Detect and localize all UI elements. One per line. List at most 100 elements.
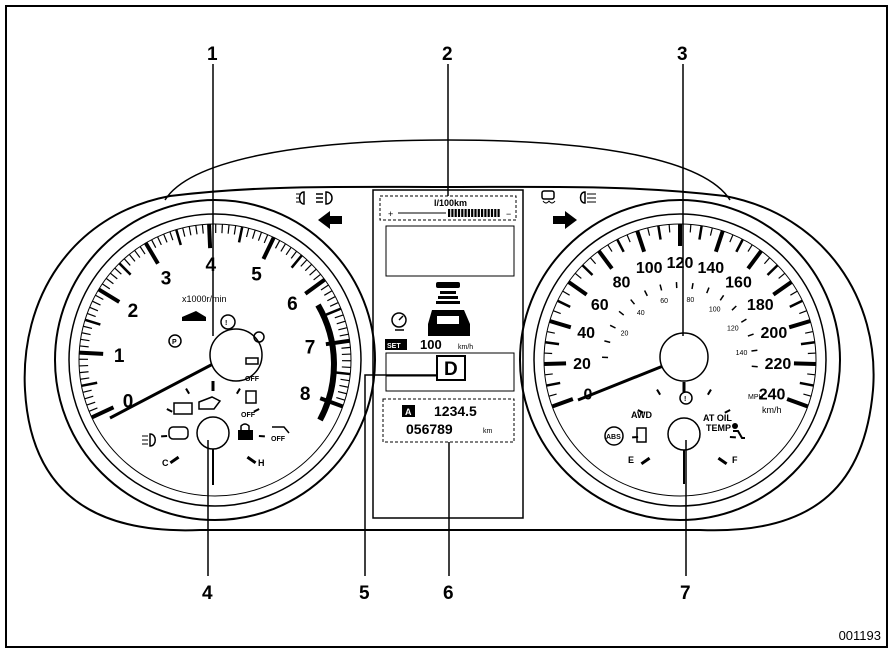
tachometer-tick xyxy=(109,272,118,280)
tachometer-tick xyxy=(245,228,250,238)
tachometer-ticks xyxy=(78,223,352,420)
tachometer-tick xyxy=(233,225,237,235)
fuel-consumption-segment xyxy=(474,209,477,217)
speedometer-mph-ticks xyxy=(602,282,758,368)
tachometer-tick xyxy=(95,294,104,301)
speedometer-tick xyxy=(788,319,811,330)
speedometer-kmh-number: 160 xyxy=(725,274,752,291)
tachometer-number: 8 xyxy=(300,384,311,405)
tachometer-tick xyxy=(207,224,213,249)
cruise-speed-value: 100 xyxy=(420,337,442,352)
tachometer-tick xyxy=(151,239,157,248)
fuel-consumption-segment xyxy=(467,209,470,217)
speedometer-hub xyxy=(659,332,709,382)
speedometer-tick xyxy=(543,361,567,366)
speedometer-tick xyxy=(616,238,625,253)
eco-off-indicator: OFF xyxy=(271,426,290,443)
high-beam-icon xyxy=(316,191,333,205)
speedometer-mph-number: 40 xyxy=(637,310,645,317)
tachometer-tick xyxy=(139,246,146,255)
speedometer-tick xyxy=(789,299,803,308)
security-icon xyxy=(238,423,253,440)
tachometer-tick xyxy=(280,243,287,252)
speedometer-tick xyxy=(807,373,816,376)
speedometer-mph-number: 100 xyxy=(709,307,721,314)
fuel-consumption-segment xyxy=(448,209,451,217)
vehicle-dynamics-icon xyxy=(541,190,556,204)
fuel-tick xyxy=(707,389,712,396)
right-turn-arrow-icon xyxy=(553,211,577,229)
tachometer-tick xyxy=(88,407,98,412)
tachometer-redline-band xyxy=(315,303,337,422)
temperature-gauge-ticks xyxy=(161,381,265,465)
speedometer-mph-number: 20 xyxy=(621,330,629,337)
fuel-scale-max: − xyxy=(506,209,511,219)
tachometer-tick xyxy=(251,229,256,239)
tachometer-tick xyxy=(84,395,94,400)
cluster-housing-outline xyxy=(23,185,875,532)
tachometer-tick xyxy=(263,234,269,244)
tachometer-tick xyxy=(86,312,96,318)
tachometer-tick xyxy=(285,246,292,256)
tachometer-number: 6 xyxy=(287,294,298,315)
tachometer-tick xyxy=(309,268,317,276)
fuel-consumption-unit: l/100km xyxy=(434,198,467,208)
tachometer-number: 7 xyxy=(305,337,316,358)
speedometer-tick xyxy=(747,244,753,252)
tachometer-number: 1 xyxy=(114,346,125,367)
front-fog-light-icon xyxy=(296,191,305,205)
tachometer-tick xyxy=(128,254,136,262)
tachometer-tick xyxy=(337,390,347,395)
tachometer-tick xyxy=(79,345,89,348)
temperature-tick xyxy=(253,408,260,413)
speedometer-tick xyxy=(668,224,671,233)
tachometer-tick xyxy=(134,249,141,258)
tachometer-tick xyxy=(114,267,122,275)
tachometer-tick xyxy=(195,225,198,235)
speedometer-tick xyxy=(799,310,807,315)
fuel-consumption-segment xyxy=(471,209,474,217)
tachometer-tick xyxy=(334,314,344,319)
speedometer-mph-tick xyxy=(751,349,758,352)
tachometer-tick xyxy=(79,371,89,374)
rear-fog-light-icon xyxy=(579,191,596,204)
callout-5: 5 xyxy=(359,583,370,604)
fuel-consumption-segment xyxy=(487,209,490,217)
fuel-full-label: F xyxy=(732,455,738,465)
abs-icon xyxy=(604,426,624,446)
tachometer-tick xyxy=(300,259,308,267)
tachometer-tick xyxy=(319,396,344,409)
tachometer-tick xyxy=(182,227,186,237)
fuel-consumption-segment xyxy=(497,209,500,217)
speedometer-kmh-number: 180 xyxy=(747,297,774,314)
speedometer-ring-mid xyxy=(533,213,827,507)
speedometer-tick xyxy=(548,393,557,397)
fuel-consumption-segment xyxy=(451,209,454,217)
tachometer-tick xyxy=(340,378,350,382)
fuel-consumption-segment xyxy=(490,209,494,217)
tachometer-tick xyxy=(336,396,346,401)
stability-off-indicator: OFF xyxy=(241,390,257,419)
tachometer-tick xyxy=(92,300,101,306)
awd-indicator: AWD xyxy=(631,410,652,420)
tachometer-tick xyxy=(325,307,342,316)
callout-leader-5 xyxy=(364,374,437,576)
speedometer-tick xyxy=(546,381,561,387)
oil-pressure-icon xyxy=(198,396,222,410)
fuel-gauge-ticks xyxy=(632,382,736,466)
tachometer-tick xyxy=(79,350,104,356)
at-oil-temp-label: TEMP xyxy=(706,423,731,433)
left-turn-arrow-icon xyxy=(318,211,342,229)
tachometer-tick xyxy=(80,377,90,380)
tachometer-tick xyxy=(83,325,93,330)
speedometer-mph-tick xyxy=(740,318,747,323)
trip-meter-value: 1234.5 xyxy=(434,403,477,419)
speedometer-kmh-number: 120 xyxy=(667,255,694,272)
temperature-tick xyxy=(236,388,241,395)
temperature-tick xyxy=(185,388,190,395)
speedometer-tick xyxy=(562,290,570,296)
check-engine-icon xyxy=(168,426,189,440)
speedometer-kmh-number: 40 xyxy=(577,325,595,342)
speedometer-tick xyxy=(549,319,572,330)
speedometer-ticks xyxy=(543,224,817,409)
